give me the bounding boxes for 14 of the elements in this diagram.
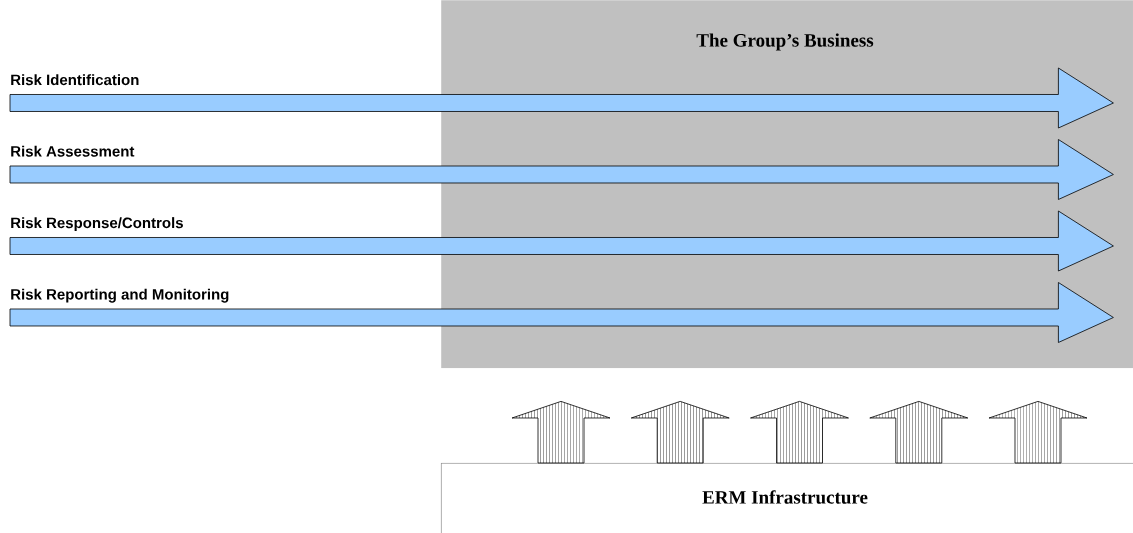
box: ERM Infrastructure <box>441 463 1133 533</box>
arrow-label: Risk Assessment <box>11 145 135 157</box>
striped-arrow <box>511 401 611 464</box>
block-arrow <box>9 139 1114 200</box>
arrow-label: Risk Reporting and Monitoring <box>11 288 229 303</box>
arrow-label: Risk Identification <box>11 74 139 86</box>
striped-arrow <box>988 401 1088 464</box>
arrow-label: Risk Response/Controls <box>11 217 183 232</box>
striped-arrow <box>869 401 969 464</box>
block-arrow <box>9 282 1114 343</box>
striped-arrow <box>630 401 730 464</box>
block-arrow <box>9 67 1114 129</box>
block-arrow <box>9 210 1114 272</box>
striped-arrow <box>750 401 849 464</box>
